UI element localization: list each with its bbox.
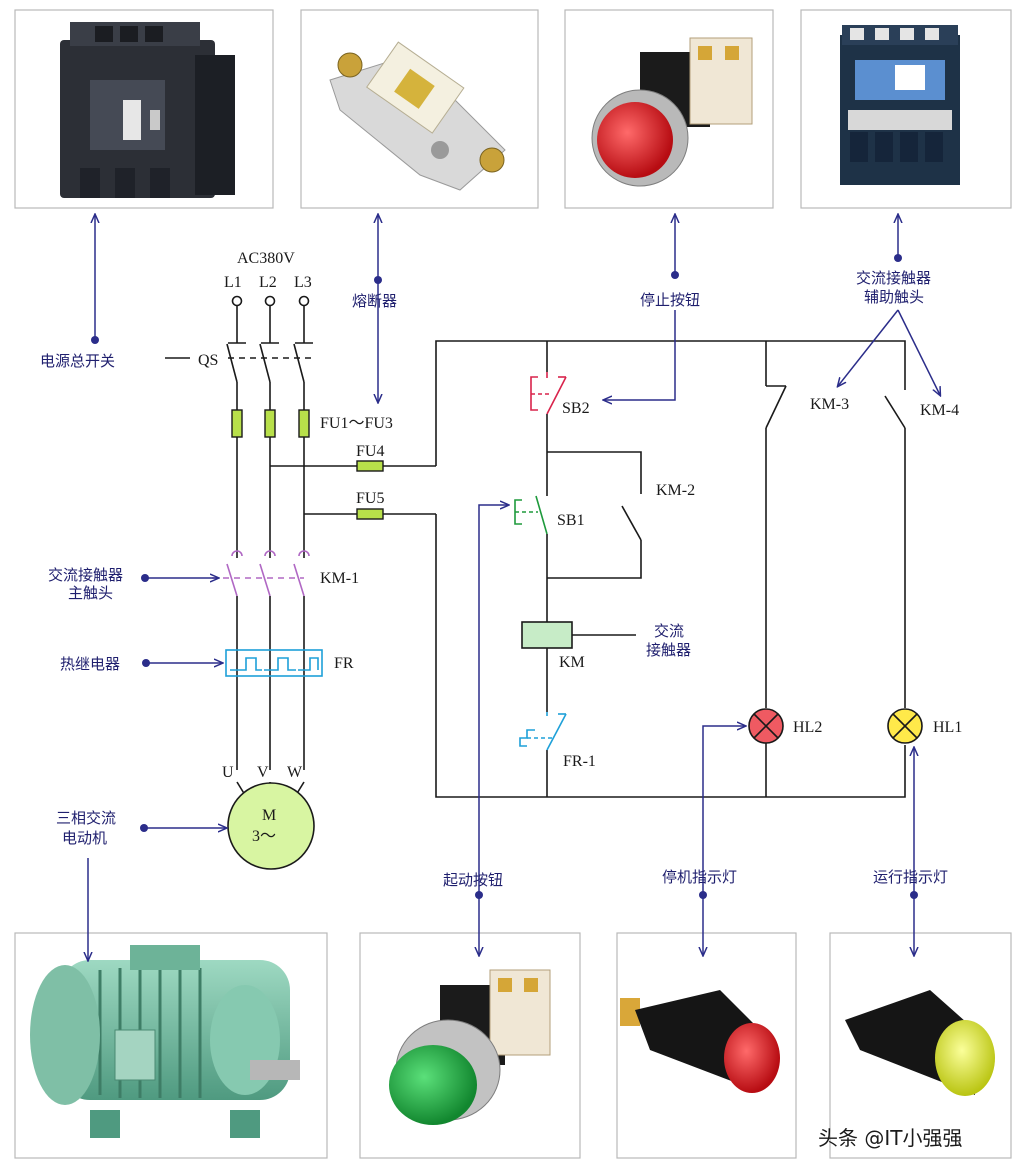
callouts: 电源总开关 熔断器 停止按钮 交流接触器 辅助触头 交流接触器 主触头 热继电器… — [40, 215, 948, 960]
motor-symbol-phase: 3～ — [252, 828, 276, 845]
control-circuit: SB2 SB1 KM-2 KM 交流 接触器 FR-1 KM-3 KM-4 — [435, 340, 962, 798]
yellow-lamp-photo — [829, 932, 1012, 1159]
terminal-w: W — [287, 764, 303, 781]
terminal-l2 — [264, 295, 276, 307]
callout-motor-line2: 电动机 — [62, 829, 107, 847]
phase-l3: L3 — [294, 274, 312, 291]
motor-photo — [14, 932, 328, 1159]
thermal-relay-fr — [225, 649, 323, 677]
callout-fuse: 熔断器 — [352, 292, 397, 310]
hl2-label: HL2 — [793, 719, 822, 736]
thermal-contact-fr1 — [519, 712, 567, 751]
km2-label: KM-2 — [656, 482, 695, 499]
supply-voltage: AC380V — [237, 250, 295, 267]
motor-symbol-m: M — [262, 807, 276, 824]
watermark: 头条 @IT小强强 — [818, 1126, 962, 1150]
start-button-sb1 — [514, 495, 548, 535]
fu5-label: FU5 — [356, 490, 384, 507]
terminal-l1 — [231, 295, 243, 307]
red-lamp-photo — [616, 932, 797, 1159]
km-coil-label: KM — [559, 654, 585, 671]
km4-label: KM-4 — [920, 402, 959, 419]
fuse-fu5 — [356, 508, 384, 520]
km1-label: KM-1 — [320, 570, 359, 587]
km1-main-contacts — [212, 550, 310, 597]
phase-l2: L2 — [259, 274, 277, 291]
lamp-hl1 — [887, 708, 923, 744]
stop-button-sb2 — [530, 372, 567, 415]
callout-thermal-relay: 热继电器 — [60, 655, 120, 673]
power-circuit: AC380V L1 L2 L3 QS FU1～FU3 — [165, 250, 436, 870]
contactor-caption-line2: 接触器 — [646, 641, 691, 659]
callout-stop-button: 停止按钮 — [640, 291, 700, 309]
contactor-caption-line1: 交流 — [654, 622, 684, 640]
lamp-hl2 — [748, 708, 784, 744]
phase-l1: L1 — [224, 274, 242, 291]
callout-aux-contact-line1: 交流接触器 — [856, 269, 931, 287]
sb2-label: SB2 — [562, 400, 590, 417]
callout-run-lamp: 运行指示灯 — [873, 868, 948, 886]
callout-stop-lamp: 停机指示灯 — [662, 868, 737, 886]
motor-symbol — [227, 782, 315, 870]
contactor-coil-km — [521, 621, 573, 649]
callout-main-contact-line1: 交流接触器 — [48, 566, 123, 584]
callout-main-contact-line2: 主触头 — [68, 584, 113, 602]
fr1-label: FR-1 — [563, 753, 596, 770]
callout-main-switch: 电源总开关 — [40, 352, 115, 370]
terminal-u: U — [222, 764, 234, 781]
terminal-l3 — [298, 295, 310, 307]
green-button-photo — [359, 932, 581, 1159]
fuses-main-label: FU1～FU3 — [320, 415, 393, 432]
fu4-label: FU4 — [356, 443, 384, 460]
circuit-breaker-photo — [14, 9, 274, 209]
fuse-fu4 — [356, 460, 384, 472]
fr-label: FR — [334, 655, 354, 672]
contactor-photo — [800, 9, 1012, 209]
qs-switch — [165, 306, 313, 383]
callout-aux-contact-line2: 辅助触头 — [864, 288, 924, 306]
red-button-photo — [564, 9, 774, 209]
qs-label: QS — [198, 352, 218, 369]
fuses-fu1-fu3 — [231, 409, 310, 438]
callout-motor-line1: 三相交流 — [56, 809, 116, 827]
km3-label: KM-3 — [810, 396, 849, 413]
sb1-label: SB1 — [557, 512, 585, 529]
fuse-photo — [300, 9, 539, 209]
terminal-v: V — [257, 764, 269, 781]
hl1-label: HL1 — [933, 719, 962, 736]
callout-start-button: 起动按钮 — [443, 871, 503, 889]
